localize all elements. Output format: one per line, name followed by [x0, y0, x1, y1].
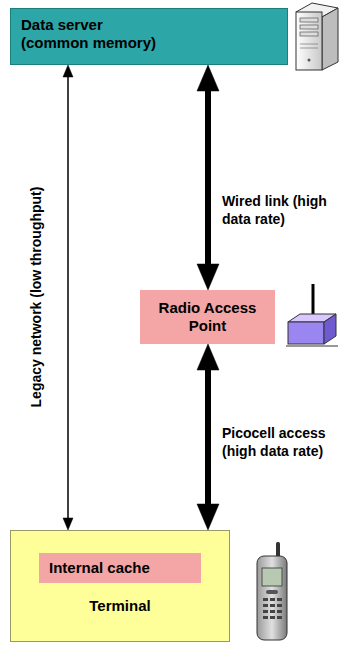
- arrow-connector: [197, 344, 219, 530]
- link-label: Picocell access (high data rate): [222, 424, 340, 460]
- arrow-head: [63, 518, 73, 530]
- arrow-shaft: [205, 89, 211, 266]
- access-point-box: Radio Access Point: [140, 290, 275, 344]
- link-label: Wired link (high data rate): [222, 192, 340, 228]
- arrow-head: [197, 344, 219, 370]
- cache-box: Internal cache: [39, 553, 201, 583]
- arrow-shaft: [67, 75, 69, 520]
- arrow-shaft: [205, 368, 211, 506]
- arrow-head: [197, 65, 219, 91]
- arrow-head: [197, 264, 219, 290]
- arrow-head: [63, 65, 73, 77]
- server-box: Data server (common memory): [10, 8, 288, 65]
- node-label: Internal cache: [49, 559, 191, 577]
- node-label: Terminal: [20, 597, 220, 615]
- antenna-icon: [286, 284, 338, 346]
- arrow-connector: [63, 65, 73, 530]
- arrow-connector: [197, 65, 219, 290]
- node-label: Data server (common memory): [21, 16, 171, 52]
- arrow-head: [197, 504, 219, 530]
- link-label: Legacy network (low throughput): [27, 187, 45, 408]
- server-icon: [296, 3, 338, 70]
- terminal-box: Terminal Internal cache: [10, 530, 230, 642]
- phone-icon: [257, 542, 287, 640]
- node-label: Radio Access Point: [150, 299, 265, 335]
